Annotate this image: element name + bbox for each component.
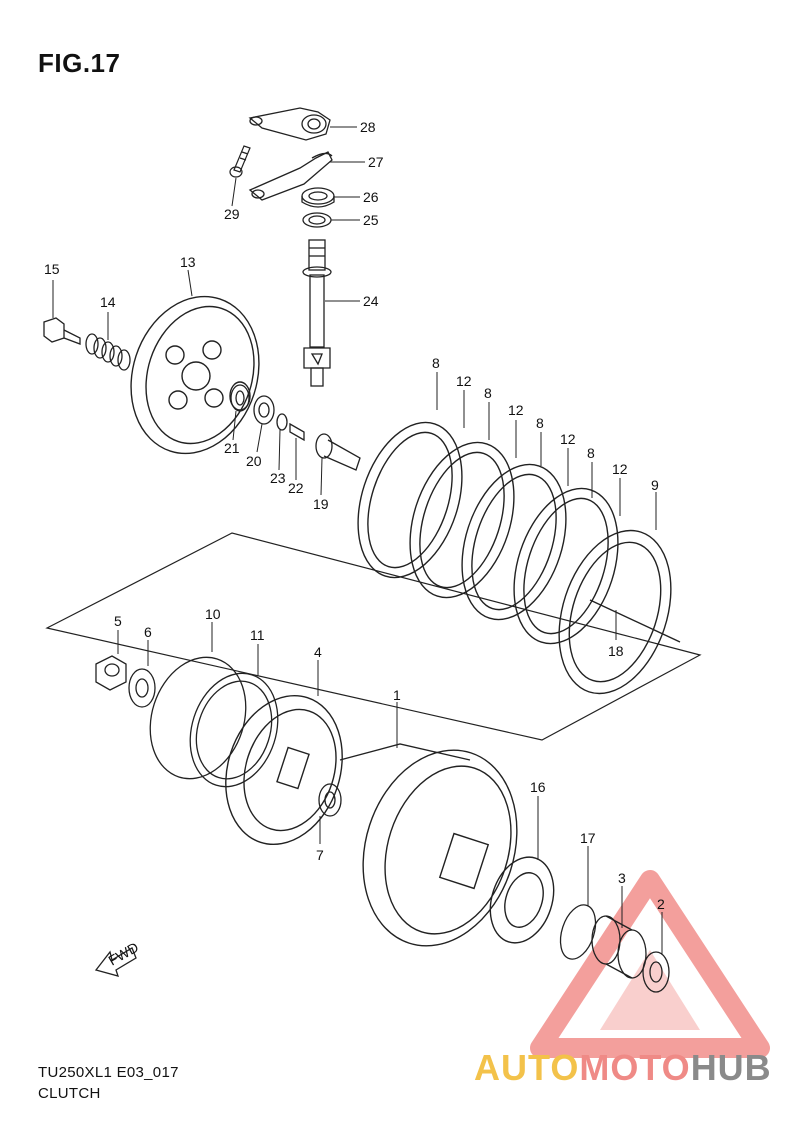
watermark-part-2: MOTO — [579, 1047, 691, 1088]
callout-12b: 12 — [508, 402, 524, 418]
watermark-part-1: AUTO — [474, 1047, 580, 1088]
callout-14: 14 — [100, 294, 116, 310]
callout-23: 23 — [270, 470, 286, 486]
washer-2 — [642, 951, 670, 993]
bolt-29 — [229, 145, 251, 178]
release-arm-28 — [248, 107, 331, 141]
callout-25: 25 — [363, 212, 379, 228]
lock-washer-6 — [128, 668, 156, 708]
callout-11: 11 — [250, 627, 265, 643]
push-piece-22 — [289, 422, 305, 442]
callout-7: 7 — [316, 847, 324, 863]
callout-22: 22 — [288, 480, 304, 496]
fwd-arrow-icon: FWD — [94, 939, 141, 977]
diagram-code: TU250XL1 E03_017 — [38, 1064, 179, 1081]
callout-26: 26 — [363, 189, 379, 205]
callout-8c: 8 — [536, 415, 544, 431]
oil-pump-drive-gear-16 — [489, 856, 555, 944]
nut-23 — [276, 413, 288, 431]
circlip-17 — [559, 904, 597, 960]
callout-9: 9 — [651, 477, 659, 493]
watermark-text: AUTOMOTOHUB — [474, 1047, 772, 1089]
bearing-26 — [301, 187, 335, 208]
callout-8b: 8 — [484, 385, 492, 401]
oil-seal-25 — [302, 212, 332, 228]
pressure-plate-13 — [130, 295, 260, 455]
callout-12d: 12 — [612, 461, 628, 477]
callout-4: 4 — [314, 644, 322, 660]
callout-17: 17 — [580, 830, 596, 846]
callout-27: 27 — [368, 154, 384, 170]
spacer-3 — [591, 915, 647, 979]
callout-15: 15 — [44, 261, 60, 277]
callout-labels: 28 27 26 25 29 24 15 14 13 21 20 23 22 1… — [44, 119, 665, 912]
callout-16: 16 — [530, 779, 546, 795]
callout-5: 5 — [114, 613, 122, 629]
section-name: CLUTCH — [38, 1085, 101, 1102]
callout-10: 10 — [205, 606, 221, 622]
callout-2: 2 — [657, 896, 665, 912]
callout-1: 1 — [393, 687, 401, 703]
release-shaft-24 — [302, 239, 332, 387]
callout-6: 6 — [144, 624, 152, 640]
callout-21: 21 — [224, 440, 240, 456]
leader-lines — [52, 126, 663, 954]
callout-13: 13 — [180, 254, 196, 270]
callout-8d: 8 — [587, 445, 595, 461]
callout-8a: 8 — [432, 355, 440, 371]
ring-10 — [149, 656, 247, 780]
assembly-boundary-box — [45, 532, 702, 741]
clutch-bolt-15 — [43, 317, 81, 345]
spring-plate-11 — [189, 672, 279, 788]
callout-18: 18 — [608, 643, 624, 659]
callout-28: 28 — [360, 119, 376, 135]
callout-12a: 12 — [456, 373, 472, 389]
callout-3: 3 — [618, 870, 626, 886]
watermark-part-3: HUB — [690, 1047, 772, 1088]
callout-24: 24 — [363, 293, 379, 309]
drive-plate-stack — [357, 421, 681, 695]
callout-20: 20 — [246, 453, 262, 469]
release-lever-27 — [248, 151, 333, 201]
clutch-nut-5 — [95, 655, 127, 691]
callout-12c: 12 — [560, 431, 576, 447]
bearing-20 — [253, 395, 275, 425]
callout-29: 29 — [224, 206, 240, 222]
callout-19: 19 — [313, 496, 329, 512]
push-rod-19 — [315, 433, 361, 471]
watermark-logo-icon — [530, 870, 770, 1058]
figure-title: FIG.17 — [38, 48, 121, 78]
clutch-spring-14 — [85, 333, 131, 371]
thrust-washer-7 — [318, 783, 342, 817]
washer-21 — [230, 384, 250, 412]
primary-driven-gear-housing-1 — [339, 743, 518, 947]
clutch-sleeve-hub-4 — [225, 694, 343, 846]
